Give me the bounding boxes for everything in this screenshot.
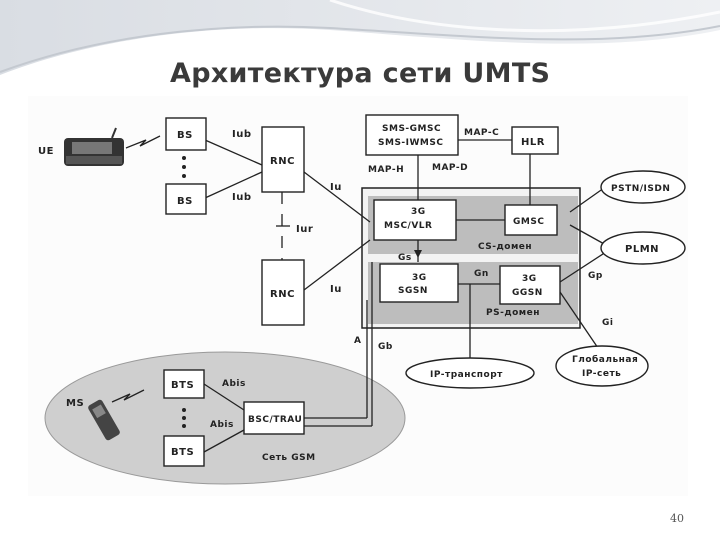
map-d-label: MAP-D bbox=[432, 163, 468, 173]
ms-label: MS bbox=[66, 398, 84, 409]
connector-lines bbox=[111, 135, 607, 453]
iur-label: Iur bbox=[296, 224, 313, 235]
gsm-network-ellipse bbox=[44, 351, 406, 485]
ps-domain-label: PS-домен bbox=[486, 308, 540, 318]
ue-phone-icon bbox=[64, 127, 124, 166]
sms-gmsc-label: SMS-GMSC bbox=[382, 124, 441, 134]
map-h-label: MAP-H bbox=[368, 165, 404, 175]
sgsn-3g-label: 3G bbox=[412, 273, 427, 283]
bs-bottom-label: BS bbox=[177, 196, 193, 207]
network-ellipses bbox=[405, 170, 686, 389]
iu-top-label: Iu bbox=[330, 182, 342, 193]
gs-label: Gs bbox=[398, 253, 412, 263]
rnc-bottom-label: RNC bbox=[270, 289, 295, 300]
a-interface-label: A bbox=[354, 336, 361, 346]
gsm-network-label: Сеть GSM bbox=[262, 453, 316, 463]
sms-iwmsc-label: SMS-IWMSC bbox=[378, 138, 443, 148]
cs-domain-label: CS-домен bbox=[478, 242, 532, 252]
global-ip-label-line2: IP-сеть bbox=[582, 369, 621, 379]
bs-top-label: BS bbox=[177, 130, 193, 141]
plmn-label: PLMN bbox=[625, 244, 659, 255]
header-swoosh bbox=[0, 0, 720, 75]
global-ip-label-line1: Глобальная bbox=[572, 354, 638, 365]
ue-label: UE bbox=[38, 146, 54, 157]
gn-label: Gn bbox=[474, 269, 489, 279]
iub-top-label: Iub bbox=[232, 129, 252, 140]
bsc-trau-label: BSC/TRAU bbox=[248, 415, 302, 425]
gi-label: Gi bbox=[602, 318, 613, 328]
pstn-isdn-label: PSTN/ISDN bbox=[611, 184, 670, 194]
gs-arrow-icon bbox=[414, 250, 422, 258]
rnc-top-label: RNC bbox=[270, 156, 295, 167]
map-c-label: MAP-C bbox=[464, 128, 499, 138]
slide-title: Архитектура сети UMTS bbox=[170, 58, 551, 89]
ip-transport-label: IP-транспорт bbox=[430, 370, 503, 380]
bts-top-label: BTS bbox=[171, 380, 194, 391]
sgsn-label: SGSN bbox=[398, 286, 428, 296]
gp-label: Gp bbox=[588, 271, 603, 281]
dots-separator bbox=[182, 156, 186, 428]
iu-bottom-label: Iu bbox=[330, 284, 342, 295]
ggsn-3g-label: 3G bbox=[522, 274, 537, 284]
abis-top-label: Abis bbox=[222, 379, 246, 389]
hlr-label: HLR bbox=[521, 137, 545, 148]
iub-bottom-label: Iub bbox=[232, 192, 252, 203]
node-boxes bbox=[163, 114, 561, 467]
ms-phone-icon bbox=[88, 399, 120, 441]
msc-vlr-label: MSC/VLR bbox=[384, 221, 432, 231]
bts-bottom-label: BTS bbox=[171, 447, 194, 458]
page-number: 40 bbox=[670, 512, 684, 525]
abis-bottom-label: Abis bbox=[210, 420, 234, 430]
gb-interface-label: Gb bbox=[378, 342, 393, 352]
ggsn-label: GGSN bbox=[512, 288, 543, 298]
msc-3g-label: 3G bbox=[411, 207, 426, 217]
gmsc-label: GMSC bbox=[513, 217, 544, 227]
